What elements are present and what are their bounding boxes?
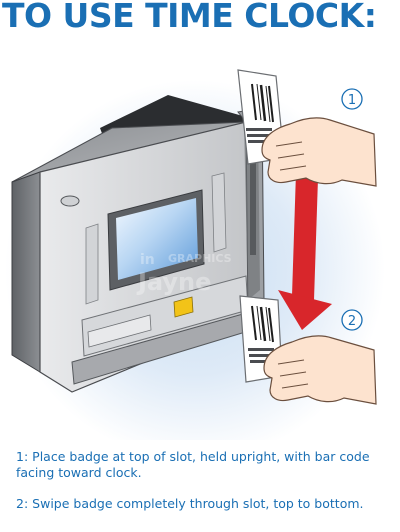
- step-2-number: 2:: [16, 496, 29, 511]
- instruction-step-1: 1:Place badge at top of slot, held uprig…: [16, 449, 388, 481]
- step-1-text: Place badge at top of slot, held upright…: [16, 449, 370, 480]
- keypad-bar: [87, 314, 152, 348]
- watermark-brand: GRAPHICS: [168, 252, 232, 265]
- front-right-panel: [211, 172, 227, 253]
- page-title: TO USE TIME CLOCK:: [2, 0, 377, 35]
- callout-2: 2: [341, 309, 363, 331]
- watermark-name: Jayne: [136, 268, 211, 296]
- callout-1-number: 1: [348, 93, 356, 108]
- time-clock-device: [11, 95, 265, 393]
- slot-inner-shadow: [244, 122, 260, 300]
- watermark-small: in: [140, 252, 155, 268]
- watermark: in GRAPHICS Jayne: [136, 252, 232, 296]
- hand-icon: [263, 335, 377, 405]
- step-1-number: 1:: [16, 449, 29, 464]
- barcode-top: [251, 83, 274, 123]
- keypad-button: [173, 296, 194, 318]
- device-left-face: [11, 171, 41, 373]
- display-screen: [116, 198, 198, 280]
- down-arrow: [278, 172, 332, 330]
- instruction-step-2: 2:Swipe badge completely through slot, t…: [16, 496, 396, 512]
- device-knob: [60, 195, 80, 207]
- step-2-text: Swipe badge completely through slot, top…: [32, 496, 364, 511]
- front-left-panel: [85, 223, 99, 305]
- callout-1: 1: [341, 88, 363, 110]
- callout-2-number: 2: [348, 314, 356, 329]
- hand-icon: [261, 117, 377, 187]
- time-clock-diagram: 1 2 in GRAPHICS Jayne: [11, 69, 377, 405]
- barcode-bottom: [251, 305, 274, 343]
